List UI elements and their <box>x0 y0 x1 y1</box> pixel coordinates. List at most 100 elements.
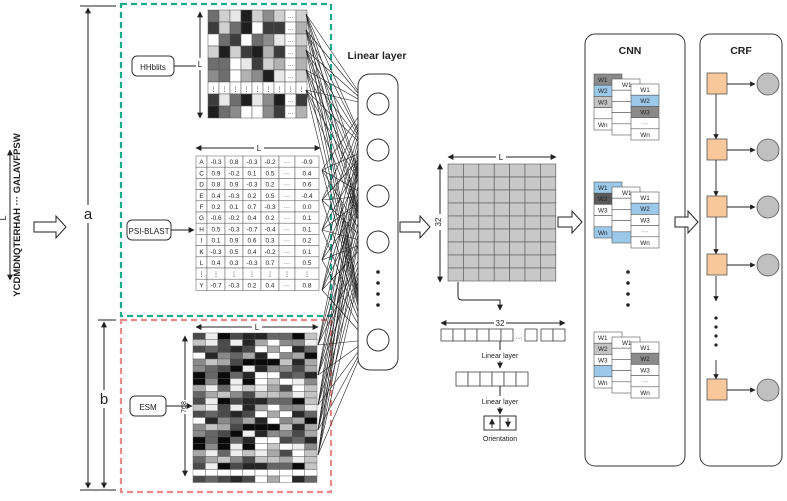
hhblits-cell <box>240 9 253 23</box>
hhblits-cell <box>295 57 308 71</box>
esm-cell <box>279 475 293 483</box>
hhblits-cell <box>240 69 253 83</box>
feature-length-label: L <box>499 153 504 162</box>
esm-cell <box>279 352 293 360</box>
esm-cell <box>242 378 256 386</box>
esm-cell <box>205 352 218 360</box>
feature-cell <box>493 215 510 230</box>
esm-cell <box>254 358 268 366</box>
cnn-back-label: W3 <box>598 207 608 214</box>
pssm-value: -0.3 <box>228 193 239 200</box>
hidden-vector-cell <box>503 371 517 387</box>
cnn-window-label: W2 <box>640 356 650 363</box>
pssm-value: -0.3 <box>228 282 239 289</box>
pssm-row-label: L <box>200 260 204 267</box>
orientation-width-label: 32 <box>496 319 505 328</box>
pssm-value: 0.5 <box>230 249 239 256</box>
esm-cell <box>205 391 218 399</box>
esm-cell <box>304 345 318 353</box>
esm-cell <box>279 469 293 477</box>
hhblits-cell <box>218 21 231 35</box>
esm-cell <box>254 410 268 418</box>
sequence-length-label: L <box>0 215 8 220</box>
esm-cell <box>279 417 293 425</box>
pssm-row-label: F <box>200 204 204 211</box>
esm-cell <box>192 456 206 464</box>
feature-cell <box>540 202 557 217</box>
esm-cell <box>205 430 218 438</box>
feature-cell <box>447 202 464 217</box>
hhblits-cell <box>240 93 253 107</box>
hhblits-cell <box>207 93 220 107</box>
esm-cell <box>229 371 243 379</box>
sequence-label-group: L YCDMDNQTERHAH ··· GALAVFPSW <box>0 133 23 296</box>
esm-cell <box>205 384 218 392</box>
esm-cell <box>217 391 231 399</box>
esm-cell <box>292 339 305 347</box>
feature-cell <box>509 189 526 204</box>
esm-cell <box>229 345 243 353</box>
esm-cell <box>192 443 206 451</box>
hhblits-cell <box>207 21 220 35</box>
esm-cell <box>254 423 268 431</box>
esm-cell <box>205 345 218 353</box>
feature-cell <box>524 176 541 191</box>
esm-cell <box>267 430 280 438</box>
esm-cell <box>304 449 318 457</box>
cnn-window-label: Wn <box>640 390 650 397</box>
input-to-neuron-line <box>305 29 368 151</box>
esm-cell <box>217 365 231 373</box>
esm-cell <box>229 378 243 386</box>
esm-cell <box>205 423 218 431</box>
orientation-branch-arrow <box>457 282 503 311</box>
hhblits-cell <box>273 57 286 71</box>
hhblits-cell <box>240 57 253 71</box>
hhblits-cell <box>251 33 264 47</box>
esm-cell <box>267 423 280 431</box>
hhblits-cell <box>295 33 308 47</box>
esm-cell <box>205 462 218 470</box>
cnn-window-label: W1 <box>640 195 650 202</box>
esm-cell <box>292 397 305 405</box>
hhblits-ellipsis: ⋮ <box>277 87 283 93</box>
esm-cell <box>242 423 256 431</box>
esm-cell <box>254 469 268 477</box>
pssm-value: -0.2 <box>264 249 275 256</box>
cnn-window-label: W3 <box>640 109 650 116</box>
esm-cell <box>292 475 305 483</box>
hhblits-ellipsis: ⋮ <box>233 87 239 93</box>
esm-cell <box>242 352 256 360</box>
pssm-value: 0.4 <box>266 282 275 289</box>
esm-cell <box>205 410 218 418</box>
pssm-value: ··· <box>284 226 290 233</box>
linear-layer-block: Linear layer <box>348 50 407 371</box>
esm-cell <box>304 443 318 451</box>
esm-cell <box>254 417 268 425</box>
esm-cell <box>267 475 280 483</box>
neuron-1 <box>366 92 390 116</box>
hhblits-cell <box>207 57 220 71</box>
cnn-to-crf-arrow <box>674 209 699 235</box>
pssm-value: -0.3 <box>246 182 257 189</box>
esm-cell <box>254 365 268 373</box>
esm-cell <box>242 404 256 412</box>
esm-cell <box>279 339 293 347</box>
esm-cell <box>267 462 280 470</box>
hhblits-cell <box>229 33 242 47</box>
feature-cell <box>447 176 464 191</box>
linear-layer-title: Linear layer <box>348 50 407 62</box>
hhblits-cell <box>273 69 286 83</box>
hhblits-cell <box>218 33 231 47</box>
pssm-value: 0.9 <box>230 238 239 245</box>
pssm-value: 0.3 <box>230 260 239 267</box>
pssm-value: -0.3 <box>246 159 257 166</box>
feature-cell <box>509 176 526 191</box>
crf-title: CRF <box>730 45 752 57</box>
esm-cell <box>292 352 305 360</box>
input-to-neuron-line <box>305 29 368 105</box>
esm-cell <box>192 417 206 425</box>
hhblits-cell <box>229 69 242 83</box>
pssm-value: 0.9 <box>230 182 239 189</box>
feature-map-block: L 32 <box>434 151 557 311</box>
pssm-row-label: K <box>199 249 204 256</box>
